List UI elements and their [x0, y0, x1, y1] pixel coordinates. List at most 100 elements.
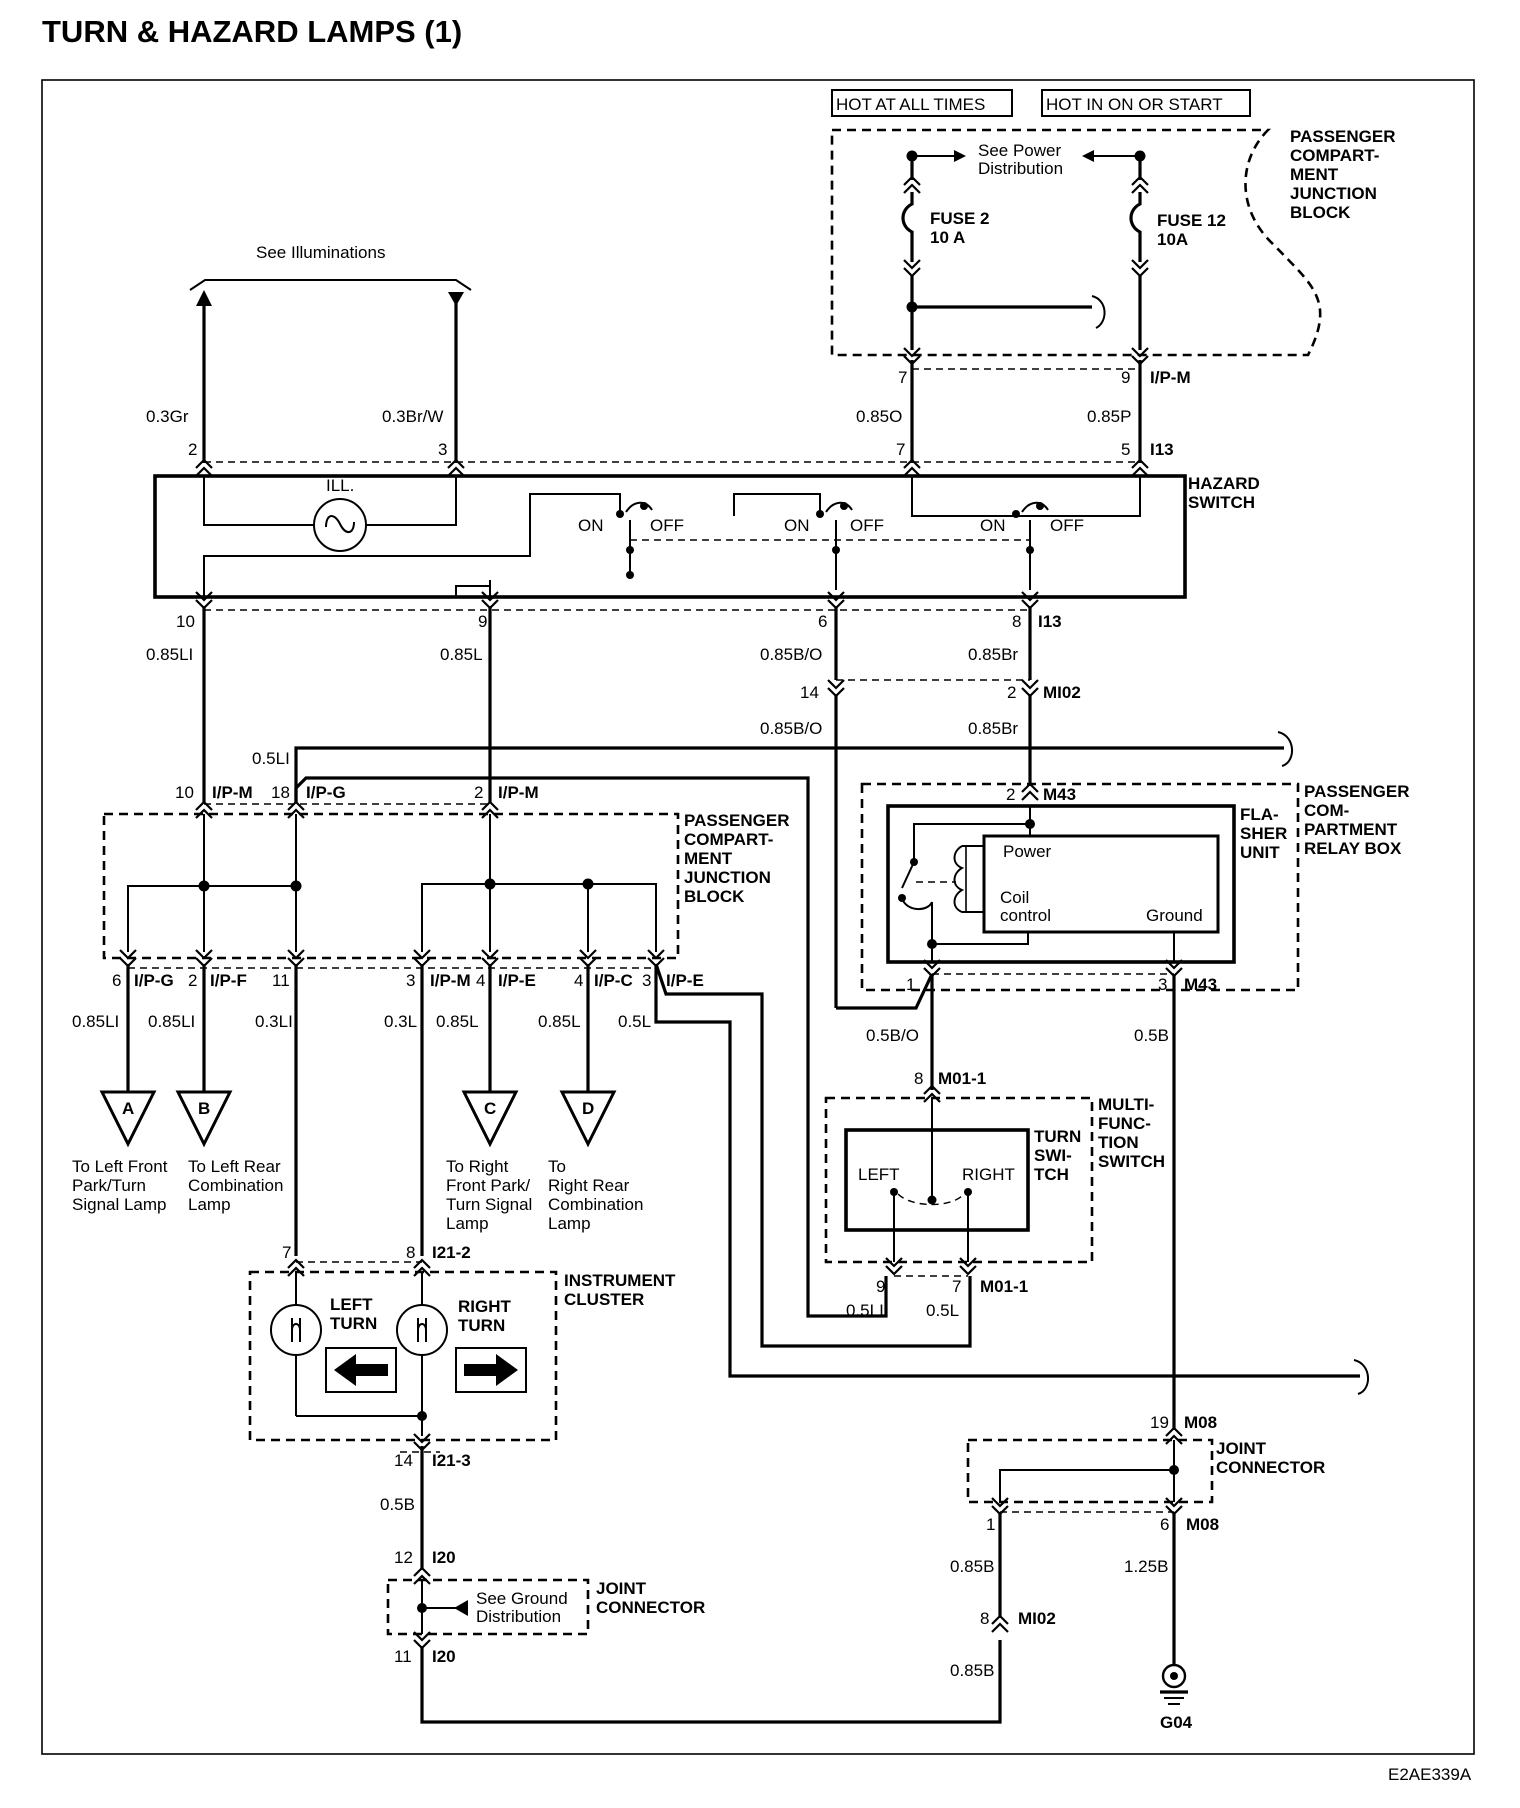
pin-label: 8 [914, 1069, 923, 1088]
connector-d-icon [559, 1090, 617, 1148]
connector-id: M01-1 [980, 1277, 1028, 1296]
connector-d-desc: To Right Rear Combination Lamp [548, 1157, 648, 1233]
connector-id: I13 [1038, 612, 1062, 631]
wire-label: 0.3L [384, 1012, 417, 1031]
pin-label: 12 [394, 1548, 413, 1567]
wire-label: 0.85LI [148, 1012, 195, 1031]
hot-always-box [831, 89, 1013, 117]
pin-label: 6 [112, 971, 121, 990]
pin-label: 9 [876, 1277, 885, 1296]
wire-label: 0.85O [856, 407, 902, 426]
pin-label: 7 [952, 1277, 961, 1296]
connector-id: I/P-C [594, 971, 633, 990]
switch-off-label: OFF [1050, 516, 1084, 535]
wire-label: 1.25B [1124, 1557, 1168, 1576]
pin-label: 5 [1121, 440, 1130, 459]
pin-label: 10 [175, 783, 194, 802]
wire-label: 0.85L [440, 645, 483, 664]
relay-box-label: PASSENGER COM- PARTMENT RELAY BOX [1304, 782, 1414, 858]
connector-id: I/P-M [212, 783, 253, 802]
pin-label: 2 [188, 440, 197, 459]
wire-label: 0.5B [380, 1495, 415, 1514]
wire-label: 0.85B [950, 1557, 994, 1576]
switch-on-label: ON [980, 516, 1006, 535]
see-ground-label: See Ground Distribution [476, 1589, 572, 1626]
wire-label: 0.5B/O [866, 1026, 919, 1045]
connector-id: M08 [1186, 1515, 1219, 1534]
pin-label: 14 [800, 683, 819, 702]
pin-label: 11 [272, 971, 290, 990]
connector-id: M01-1 [938, 1069, 986, 1088]
page-title: TURN & HAZARD LAMPS (1) [42, 14, 462, 49]
pin-label: 2 [1006, 785, 1015, 804]
switch-on-label: ON [578, 516, 604, 535]
ill-label: ILL. [326, 476, 354, 495]
pin-label: 2 [188, 971, 197, 990]
see-illuminations-label: See Illuminations [256, 243, 385, 262]
flasher-unit-label: FLA- SHER UNIT [1240, 805, 1292, 862]
joint-connector-m08-label: JOINT CONNECTOR [1216, 1439, 1325, 1477]
wire-label: 0.85B/O [760, 719, 822, 738]
instrument-cluster-label: INSTRUMENT CLUSTER [564, 1271, 680, 1309]
pin-label: 6 [1160, 1515, 1169, 1534]
wire-label: 0.85L [538, 1012, 581, 1031]
fuse2-icon [901, 192, 914, 262]
arrow-up-icon [196, 290, 212, 306]
wire-label: 0.85B/O [760, 645, 822, 664]
pin-label: 18 [271, 783, 290, 802]
wire-label: 0.5B [1134, 1026, 1169, 1045]
pin-label: 1 [986, 1515, 995, 1534]
pin-label: 4 [476, 971, 485, 990]
wire-label: 0.85B [950, 1661, 994, 1680]
wire-label: 0.85Br [968, 719, 1018, 738]
pin-label: 3 [642, 971, 651, 990]
connector-a-desc: To Left Front Park/Turn Signal Lamp [72, 1157, 172, 1214]
wire-label: 0.85L [436, 1012, 479, 1031]
connector-id: I/P-E [498, 971, 536, 990]
connector-c-letter: C [484, 1099, 496, 1118]
pin-label: 11 [394, 1647, 412, 1666]
connector-b-icon [175, 1090, 233, 1148]
connector-id: I20 [432, 1548, 456, 1567]
relay-box-outline [860, 782, 1300, 992]
pin-label: 8 [980, 1609, 989, 1628]
connector-b-desc: To Left Rear Combination Lamp [188, 1157, 288, 1214]
pcjb-top-label: PASSENGER COMPART- MENT JUNCTION BLOCK [1290, 127, 1400, 222]
hazard-switch-body [153, 474, 1187, 599]
connector-id: M43 [1043, 785, 1076, 804]
pin-label: 2 [1007, 683, 1016, 702]
connector-id: I/P-F [210, 971, 247, 990]
connector-id: M43 [1184, 975, 1217, 994]
pin-label: 14 [394, 1451, 413, 1470]
flasher-unit-body [886, 804, 1236, 964]
connector-d-letter: D [582, 1099, 594, 1118]
turn-left-label: LEFT [858, 1165, 900, 1184]
pin-label: 3 [1158, 975, 1167, 994]
pin-label: 19 [1150, 1413, 1169, 1432]
connector-id: I/P-M [430, 971, 471, 990]
wire-label: 0.85Br [968, 645, 1018, 664]
instrument-cluster-outline [248, 1270, 558, 1442]
switch-on-label: ON [784, 516, 810, 535]
switch-off-label: OFF [850, 516, 884, 535]
fuse12-icon [1129, 192, 1142, 262]
wire-label: 0.5LI [846, 1301, 884, 1320]
pin-label: 10 [176, 612, 195, 631]
right-turn-indicator-icon [396, 1304, 448, 1356]
pin-label: 7 [282, 1243, 291, 1262]
wire-label: 0.85LI [146, 645, 193, 664]
connector-a-icon [99, 1090, 157, 1148]
flasher-coil-label: Coil control [1000, 888, 1051, 925]
hot-on-start-box [1041, 89, 1251, 117]
connector-id: I/P-E [666, 971, 704, 990]
connector-id: I/P-M [498, 783, 539, 802]
see-power-label: See Power Distribution [978, 141, 1066, 178]
wire-label: 0.85P [1087, 407, 1131, 426]
joint-connector-i20-outline [386, 1578, 590, 1636]
pin-label: 9 [478, 612, 487, 631]
connector-id: I/P-G [306, 783, 346, 802]
connector-id: M08 [1184, 1413, 1217, 1432]
connector-id: MI02 [1018, 1609, 1056, 1628]
pcjb-mid-outline [102, 812, 680, 960]
